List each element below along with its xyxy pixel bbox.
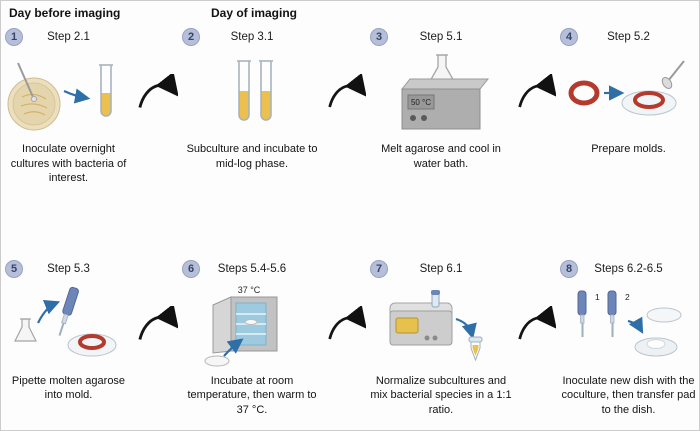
test-tube-icon bbox=[237, 60, 251, 121]
water-bath-temp-label: 50 °C bbox=[411, 98, 431, 107]
swab-icon bbox=[16, 62, 37, 103]
dish-with-pad-icon bbox=[634, 337, 677, 357]
step-1-header: 1 Step 2.1 bbox=[1, 28, 136, 48]
flow-arrow-5 bbox=[326, 260, 366, 418]
step-1: 1 Step 2.1 Ino bbox=[1, 28, 136, 186]
petri-dish-icon bbox=[7, 77, 60, 131]
dish-icon bbox=[204, 355, 230, 367]
step-6-header: 6 Steps 5.4-5.6 bbox=[178, 259, 326, 280]
pipette-icon bbox=[58, 286, 79, 336]
step-6: 6 Steps 5.4-5.6 37 °C Incubate at room t… bbox=[178, 259, 326, 418]
step-2: 2 Step 3.1 Subculture and incubate to mi… bbox=[178, 28, 326, 186]
step-7-header: 7 Step 6.1 bbox=[366, 259, 516, 280]
spectrophotometer-illustration bbox=[389, 289, 483, 361]
header-day-before-imaging: Day before imaging bbox=[9, 6, 121, 20]
curved-arrow-icon bbox=[138, 305, 178, 340]
step-7-caption: Normalize subcultures and mix bacterial … bbox=[370, 374, 512, 416]
arrow-to-pipette-icon bbox=[36, 299, 60, 324]
subculture-tubes-illustration bbox=[237, 60, 273, 121]
step-3-caption: Melt agarose and cool in water bath. bbox=[381, 143, 501, 170]
step-4-header: 4 Step 5.2 bbox=[556, 28, 699, 48]
step-5-caption: Pipette molten agarose into mold. bbox=[11, 374, 126, 402]
step-6-caption: Incubate at room temperature, then warm … bbox=[187, 374, 317, 416]
step-4-number-badge: 4 bbox=[560, 28, 578, 46]
step-2-label: Step 3.1 bbox=[230, 31, 274, 43]
step-4-caption: Prepare molds. bbox=[591, 143, 666, 155]
coculture-transfer-illustration: 1 2 bbox=[577, 290, 681, 357]
step-5-number-badge: 5 bbox=[5, 259, 23, 278]
arrow-to-tube-icon bbox=[455, 317, 477, 339]
incubator-temp-label: 37 °C bbox=[238, 285, 261, 295]
step-8-caption: Inoculate new dish with the coculture, t… bbox=[561, 374, 696, 416]
step-1-caption: Inoculate overnight cultures with bacter… bbox=[10, 143, 127, 185]
flow-arrow-4 bbox=[136, 260, 178, 418]
step-3-header: 3 Step 5.1 bbox=[366, 28, 516, 48]
mold-ring-icon bbox=[568, 80, 599, 106]
inoculate-culture-illustration bbox=[7, 62, 113, 131]
curved-arrow-icon bbox=[518, 305, 556, 339]
step-3-number-badge: 3 bbox=[370, 28, 388, 46]
step-7-label: Step 6.1 bbox=[419, 262, 463, 275]
flow-arrow-3 bbox=[516, 28, 556, 186]
step-1-number-badge: 1 bbox=[5, 28, 23, 46]
step-7-number-badge: 7 bbox=[370, 259, 388, 278]
water-bath-icon: 50 °C bbox=[400, 78, 490, 130]
incubator-illustration: 37 °C bbox=[204, 285, 278, 367]
step-7: 7 Step 6.1 bbox=[366, 259, 516, 418]
curved-arrow-icon bbox=[138, 74, 178, 108]
step-8-header: 8 Steps 6.2-6.5 bbox=[556, 259, 699, 280]
curved-arrow-icon bbox=[518, 74, 556, 108]
water-bath-illustration: 50 °C bbox=[400, 54, 490, 130]
prepare-molds-illustration bbox=[568, 60, 685, 116]
dish-icon bbox=[646, 307, 681, 323]
step-8-number-badge: 8 bbox=[560, 259, 578, 278]
spectrophotometer-icon bbox=[389, 289, 453, 346]
step-6-number-badge: 6 bbox=[182, 259, 200, 278]
step-2-header: 2 Step 3.1 bbox=[178, 28, 326, 48]
dish-with-mold-icon bbox=[621, 90, 676, 116]
arrow-to-dish-icon bbox=[627, 316, 643, 334]
step-5-label: Step 5.3 bbox=[47, 262, 90, 275]
step-4-label: Step 5.2 bbox=[607, 31, 650, 43]
arrow-to-tube-icon bbox=[63, 88, 90, 104]
curved-arrow-icon bbox=[328, 305, 366, 339]
step-5: 5 Step 5.3 Pipette molten bbox=[1, 259, 136, 418]
step-4: 4 Step 5.2 Prepare molds. bbox=[556, 28, 699, 186]
row-2: 5 Step 5.3 Pipette molten bbox=[1, 259, 699, 418]
flow-arrow-6 bbox=[516, 260, 556, 418]
test-tube-icon bbox=[259, 60, 273, 121]
pipette-agarose-illustration bbox=[13, 286, 116, 357]
step-6-label: Steps 5.4-5.6 bbox=[217, 262, 287, 275]
dish-with-mold-icon bbox=[67, 333, 116, 357]
pipette-icon bbox=[577, 290, 586, 337]
incubator-icon bbox=[212, 295, 278, 354]
step-8-label: Steps 6.2-6.5 bbox=[594, 262, 663, 275]
pipette-1-label: 1 bbox=[595, 292, 600, 302]
flow-arrow-2 bbox=[326, 28, 366, 186]
step-3: 3 Step 5.1 50 °C Melt agarose and cool i… bbox=[366, 28, 516, 186]
step-5-header: 5 Step 5.3 bbox=[1, 259, 136, 280]
step-8: 8 Steps 6.2-6.5 1 2 bbox=[556, 259, 699, 418]
step-2-caption: Subculture and incubate to mid-log phase… bbox=[186, 143, 318, 170]
microtube-icon bbox=[468, 336, 483, 361]
pipette-2-label: 2 bbox=[625, 292, 630, 302]
spatula-icon bbox=[661, 60, 685, 89]
step-2-number-badge: 2 bbox=[182, 28, 200, 46]
flask-icon bbox=[13, 317, 37, 342]
step-3-label: Step 5.1 bbox=[419, 31, 463, 43]
pipette-icon bbox=[607, 290, 616, 337]
arrow-into-incubator-icon bbox=[223, 337, 244, 357]
flow-arrow-1 bbox=[136, 28, 178, 186]
curved-arrow-icon bbox=[328, 74, 366, 108]
row-1: 1 Step 2.1 Ino bbox=[1, 28, 699, 186]
header-day-of-imaging: Day of imaging bbox=[211, 6, 298, 20]
step-1-label: Step 2.1 bbox=[47, 31, 90, 43]
test-tube-icon bbox=[98, 64, 113, 117]
